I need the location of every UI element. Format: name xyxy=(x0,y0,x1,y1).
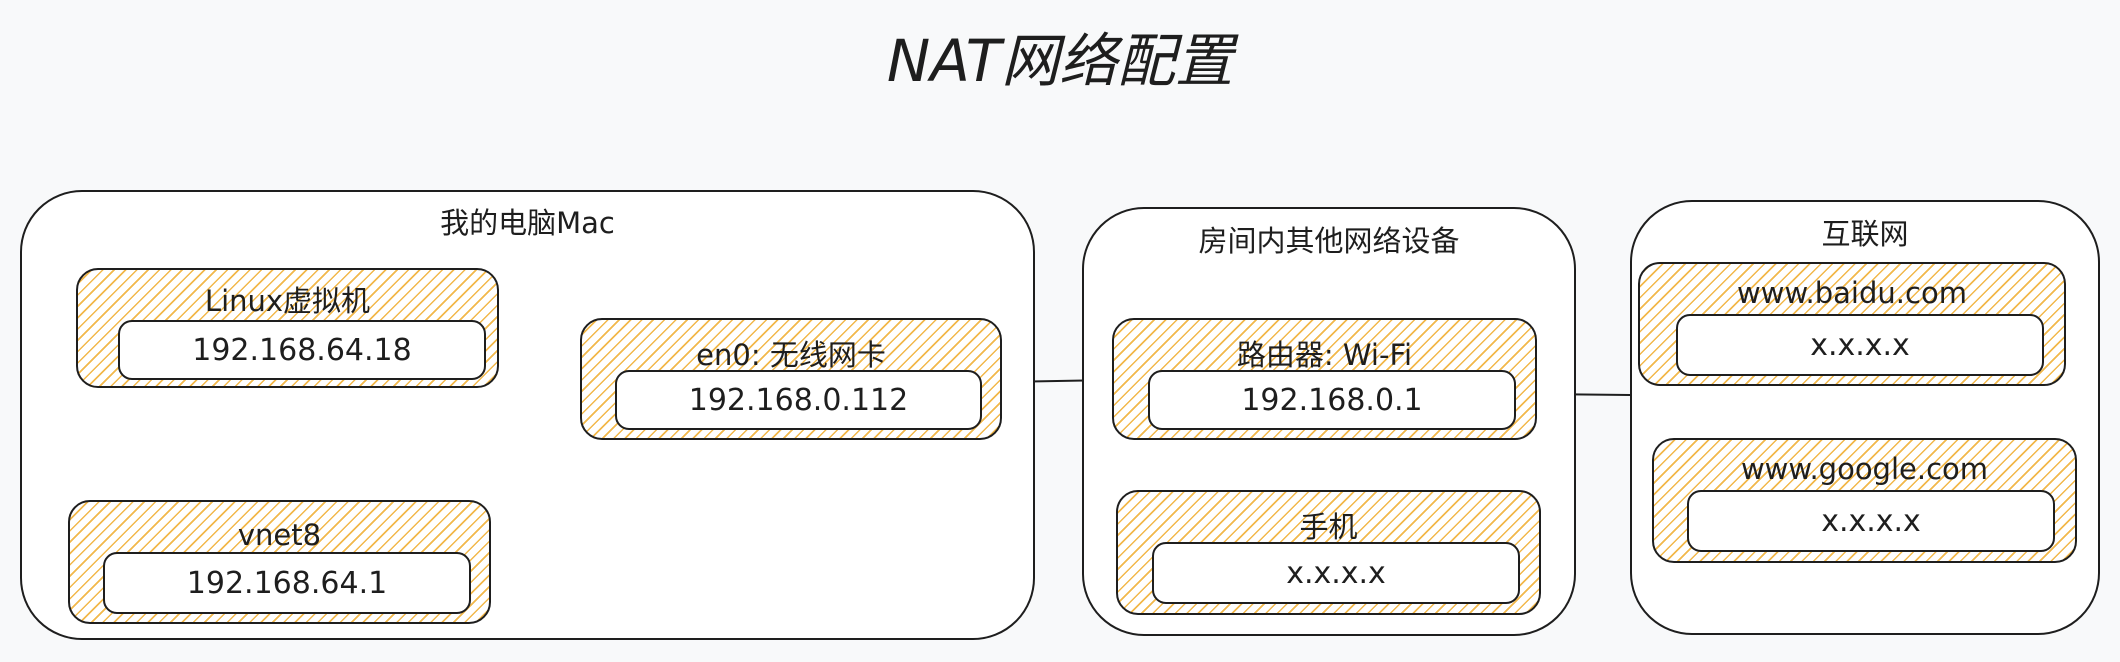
node-linux-vm: Linux虚拟机 192.168.64.18 xyxy=(76,268,499,388)
node-router: 路由器: Wi-Fi 192.168.0.1 xyxy=(1112,318,1537,440)
node-en0-ip: 192.168.0.112 xyxy=(615,370,982,430)
node-google-ip: x.x.x.x xyxy=(1687,490,2055,552)
node-linux-vm-ip: 192.168.64.18 xyxy=(118,320,486,380)
node-baidu: www.baidu.com x.x.x.x xyxy=(1638,262,2066,386)
group-mac-label: 我的电脑Mac xyxy=(440,206,615,240)
group-internet-label: 互联网 xyxy=(1821,217,1909,251)
node-phone-label: 手机 xyxy=(1299,510,1358,544)
node-phone: 手机 x.x.x.x xyxy=(1116,490,1541,615)
node-linux-vm-label: Linux虚拟机 xyxy=(204,284,371,318)
node-router-ip: 192.168.0.1 xyxy=(1148,370,1516,430)
node-en0-label: en0: 无线网卡 xyxy=(696,338,886,372)
node-vnet8: vnet8 192.168.64.1 xyxy=(68,500,491,624)
node-baidu-ip: x.x.x.x xyxy=(1676,314,2044,376)
node-vnet8-ip: 192.168.64.1 xyxy=(103,552,471,614)
node-baidu-label: www.baidu.com xyxy=(1737,276,1967,310)
node-google-label: www.google.com xyxy=(1740,452,1989,486)
node-google: www.google.com x.x.x.x xyxy=(1652,438,2077,563)
group-room-label: 房间内其他网络设备 xyxy=(1198,224,1460,258)
node-vnet8-label: vnet8 xyxy=(237,518,322,552)
diagram-title: NAT网络配置 xyxy=(886,27,1234,95)
node-phone-ip: x.x.x.x xyxy=(1152,542,1520,604)
node-en0: en0: 无线网卡 192.168.0.112 xyxy=(580,318,1002,440)
node-router-label: 路由器: Wi-Fi xyxy=(1236,338,1413,372)
